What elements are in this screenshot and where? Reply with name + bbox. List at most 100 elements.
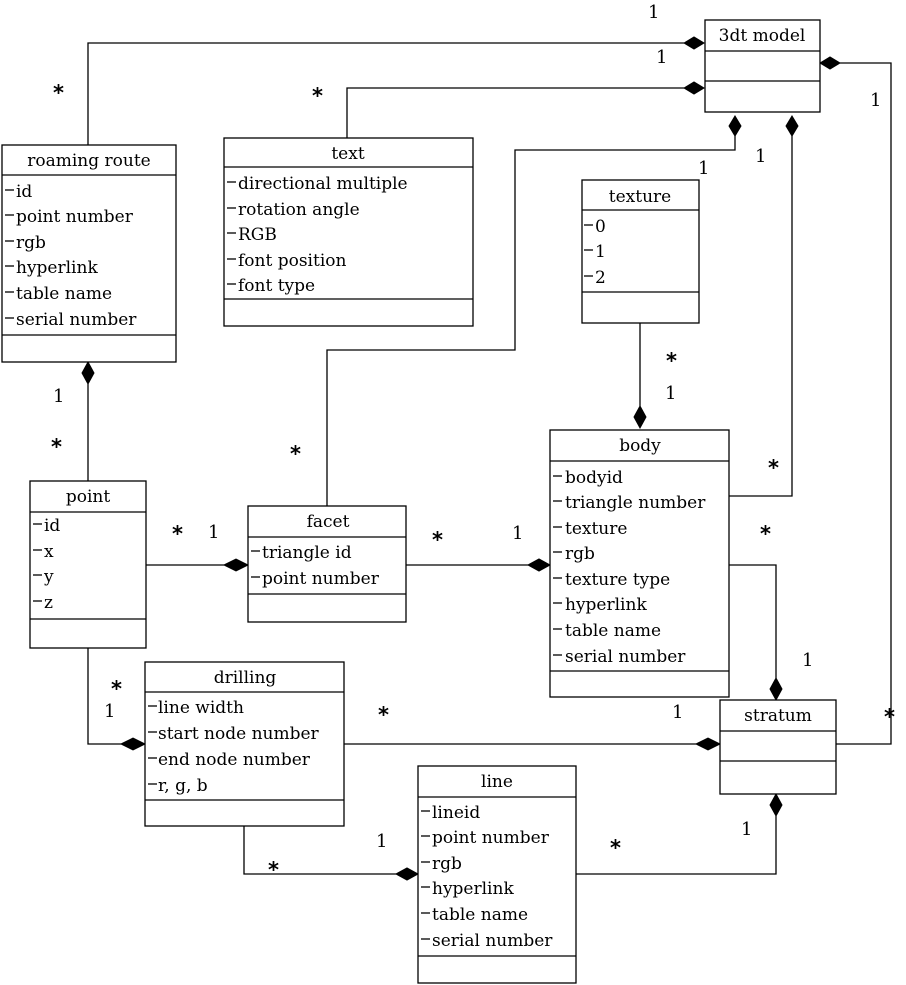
- mult-label: 1: [376, 831, 387, 852]
- class-facet: facet triangle id point number: [247, 505, 407, 623]
- class-box: [247, 505, 407, 623]
- attribute: RGB: [238, 225, 277, 245]
- class-title: line: [481, 772, 513, 792]
- class-box: [223, 137, 474, 327]
- diamond-stratum-line: [769, 792, 783, 818]
- attribute: triangle id: [262, 543, 352, 563]
- class-body: body bodyid triangle number texture rgb …: [549, 429, 730, 698]
- attribute: rgb: [16, 233, 46, 253]
- attribute: end node number: [158, 750, 311, 770]
- attribute: r, g, b: [158, 776, 208, 796]
- diamond-stratum-body: [769, 676, 783, 702]
- attribute: serial number: [16, 310, 137, 330]
- multiplicity-labels: 1 * 1 * 1 1 1 * 1 1 * * * * 1 * 1 * 1 * …: [51, 2, 895, 882]
- attribute: hyperlink: [565, 595, 647, 615]
- mult-label: 1: [755, 146, 766, 167]
- diamond-model-facet: [728, 115, 742, 137]
- mult-label: 1: [698, 158, 709, 179]
- attribute: y: [43, 567, 54, 587]
- class-box: [719, 699, 837, 795]
- class-box: [144, 661, 345, 827]
- class-line: line lineid point number rgb hyperlink t…: [417, 765, 577, 984]
- class-title: texture: [609, 187, 671, 207]
- attribute: directional multiple: [238, 174, 408, 194]
- diamond-model-route: [683, 36, 705, 50]
- mult-star: *: [666, 349, 677, 373]
- attribute: texture: [565, 519, 627, 539]
- class-texture: texture 0 1 2: [581, 179, 700, 324]
- mult-label: 1: [741, 819, 752, 840]
- mult-label: 1: [870, 90, 881, 111]
- mult-star: *: [312, 84, 323, 108]
- attribute: 0: [595, 217, 606, 237]
- diamond-route-point: [81, 360, 95, 386]
- attribute: rotation angle: [238, 200, 360, 220]
- attribute: start node number: [158, 724, 320, 744]
- diamond-model-stratum: [819, 56, 841, 70]
- attribute: serial number: [565, 647, 686, 667]
- class-box: [581, 179, 700, 324]
- class-title: body: [619, 436, 661, 456]
- attribute: font type: [238, 276, 315, 296]
- conn-body-stratum: [729, 564, 777, 678]
- attribute: lineid: [432, 803, 480, 823]
- mult-star: *: [760, 522, 771, 546]
- diamond-facet-point: [222, 558, 250, 572]
- mult-label: 1: [53, 386, 64, 407]
- class-title: stratum: [744, 706, 812, 726]
- class-text: text directional multiple rotation angle…: [223, 137, 474, 327]
- diamond-model-text: [683, 81, 705, 95]
- conn-line-stratum: [576, 816, 777, 875]
- attribute: point number: [432, 828, 550, 848]
- mult-star: *: [53, 81, 64, 105]
- mult-star: *: [51, 435, 62, 459]
- attribute: table name: [432, 905, 528, 925]
- mult-star: *: [768, 456, 779, 480]
- conn-stratum-model: [836, 62, 892, 745]
- attribute: id: [44, 516, 60, 536]
- attribute: point number: [262, 569, 380, 589]
- class-title: text: [331, 144, 364, 164]
- mult-star: *: [610, 836, 621, 860]
- conn-text-model: [346, 87, 684, 138]
- attribute: id: [16, 182, 32, 202]
- attribute: hyperlink: [16, 258, 98, 278]
- class-box: [29, 480, 147, 649]
- attribute: texture type: [565, 570, 670, 590]
- diamond-drilling-point: [119, 737, 147, 751]
- conn-point-drilling: [87, 648, 121, 745]
- class-title: roaming route: [27, 151, 151, 171]
- diamonds: [81, 36, 841, 881]
- attribute: rgb: [432, 854, 462, 874]
- mult-star: *: [884, 705, 895, 729]
- mult-label: 1: [672, 702, 683, 723]
- conn-drilling-line: [243, 826, 396, 875]
- attribute: rgb: [565, 544, 595, 564]
- diamond-body-texture: [633, 404, 647, 430]
- conn-facet-model: [326, 136, 736, 506]
- class-box: [549, 429, 730, 698]
- attribute: x: [44, 542, 54, 562]
- mult-star: *: [268, 858, 279, 882]
- class-box: [1, 144, 177, 363]
- class-title: drilling: [214, 668, 277, 688]
- attribute: 1: [595, 242, 606, 262]
- mult-label: 1: [656, 47, 667, 68]
- mult-label: 1: [802, 650, 813, 671]
- attribute: z: [44, 593, 53, 613]
- connectors: [87, 42, 892, 875]
- attribute: line width: [158, 698, 244, 718]
- attribute: bodyid: [565, 468, 623, 488]
- mult-star: *: [432, 528, 443, 552]
- class-title: facet: [307, 512, 350, 532]
- mult-label: 1: [104, 701, 115, 722]
- class-stratum: stratum: [719, 699, 837, 795]
- class-box: [417, 765, 577, 984]
- mult-star: *: [378, 703, 389, 727]
- mult-star: *: [290, 442, 301, 466]
- class-point: point id x y z: [29, 480, 147, 649]
- conn-body-model: [729, 136, 793, 497]
- diamond-stratum-drilling: [694, 737, 722, 751]
- class-title: point: [66, 487, 111, 507]
